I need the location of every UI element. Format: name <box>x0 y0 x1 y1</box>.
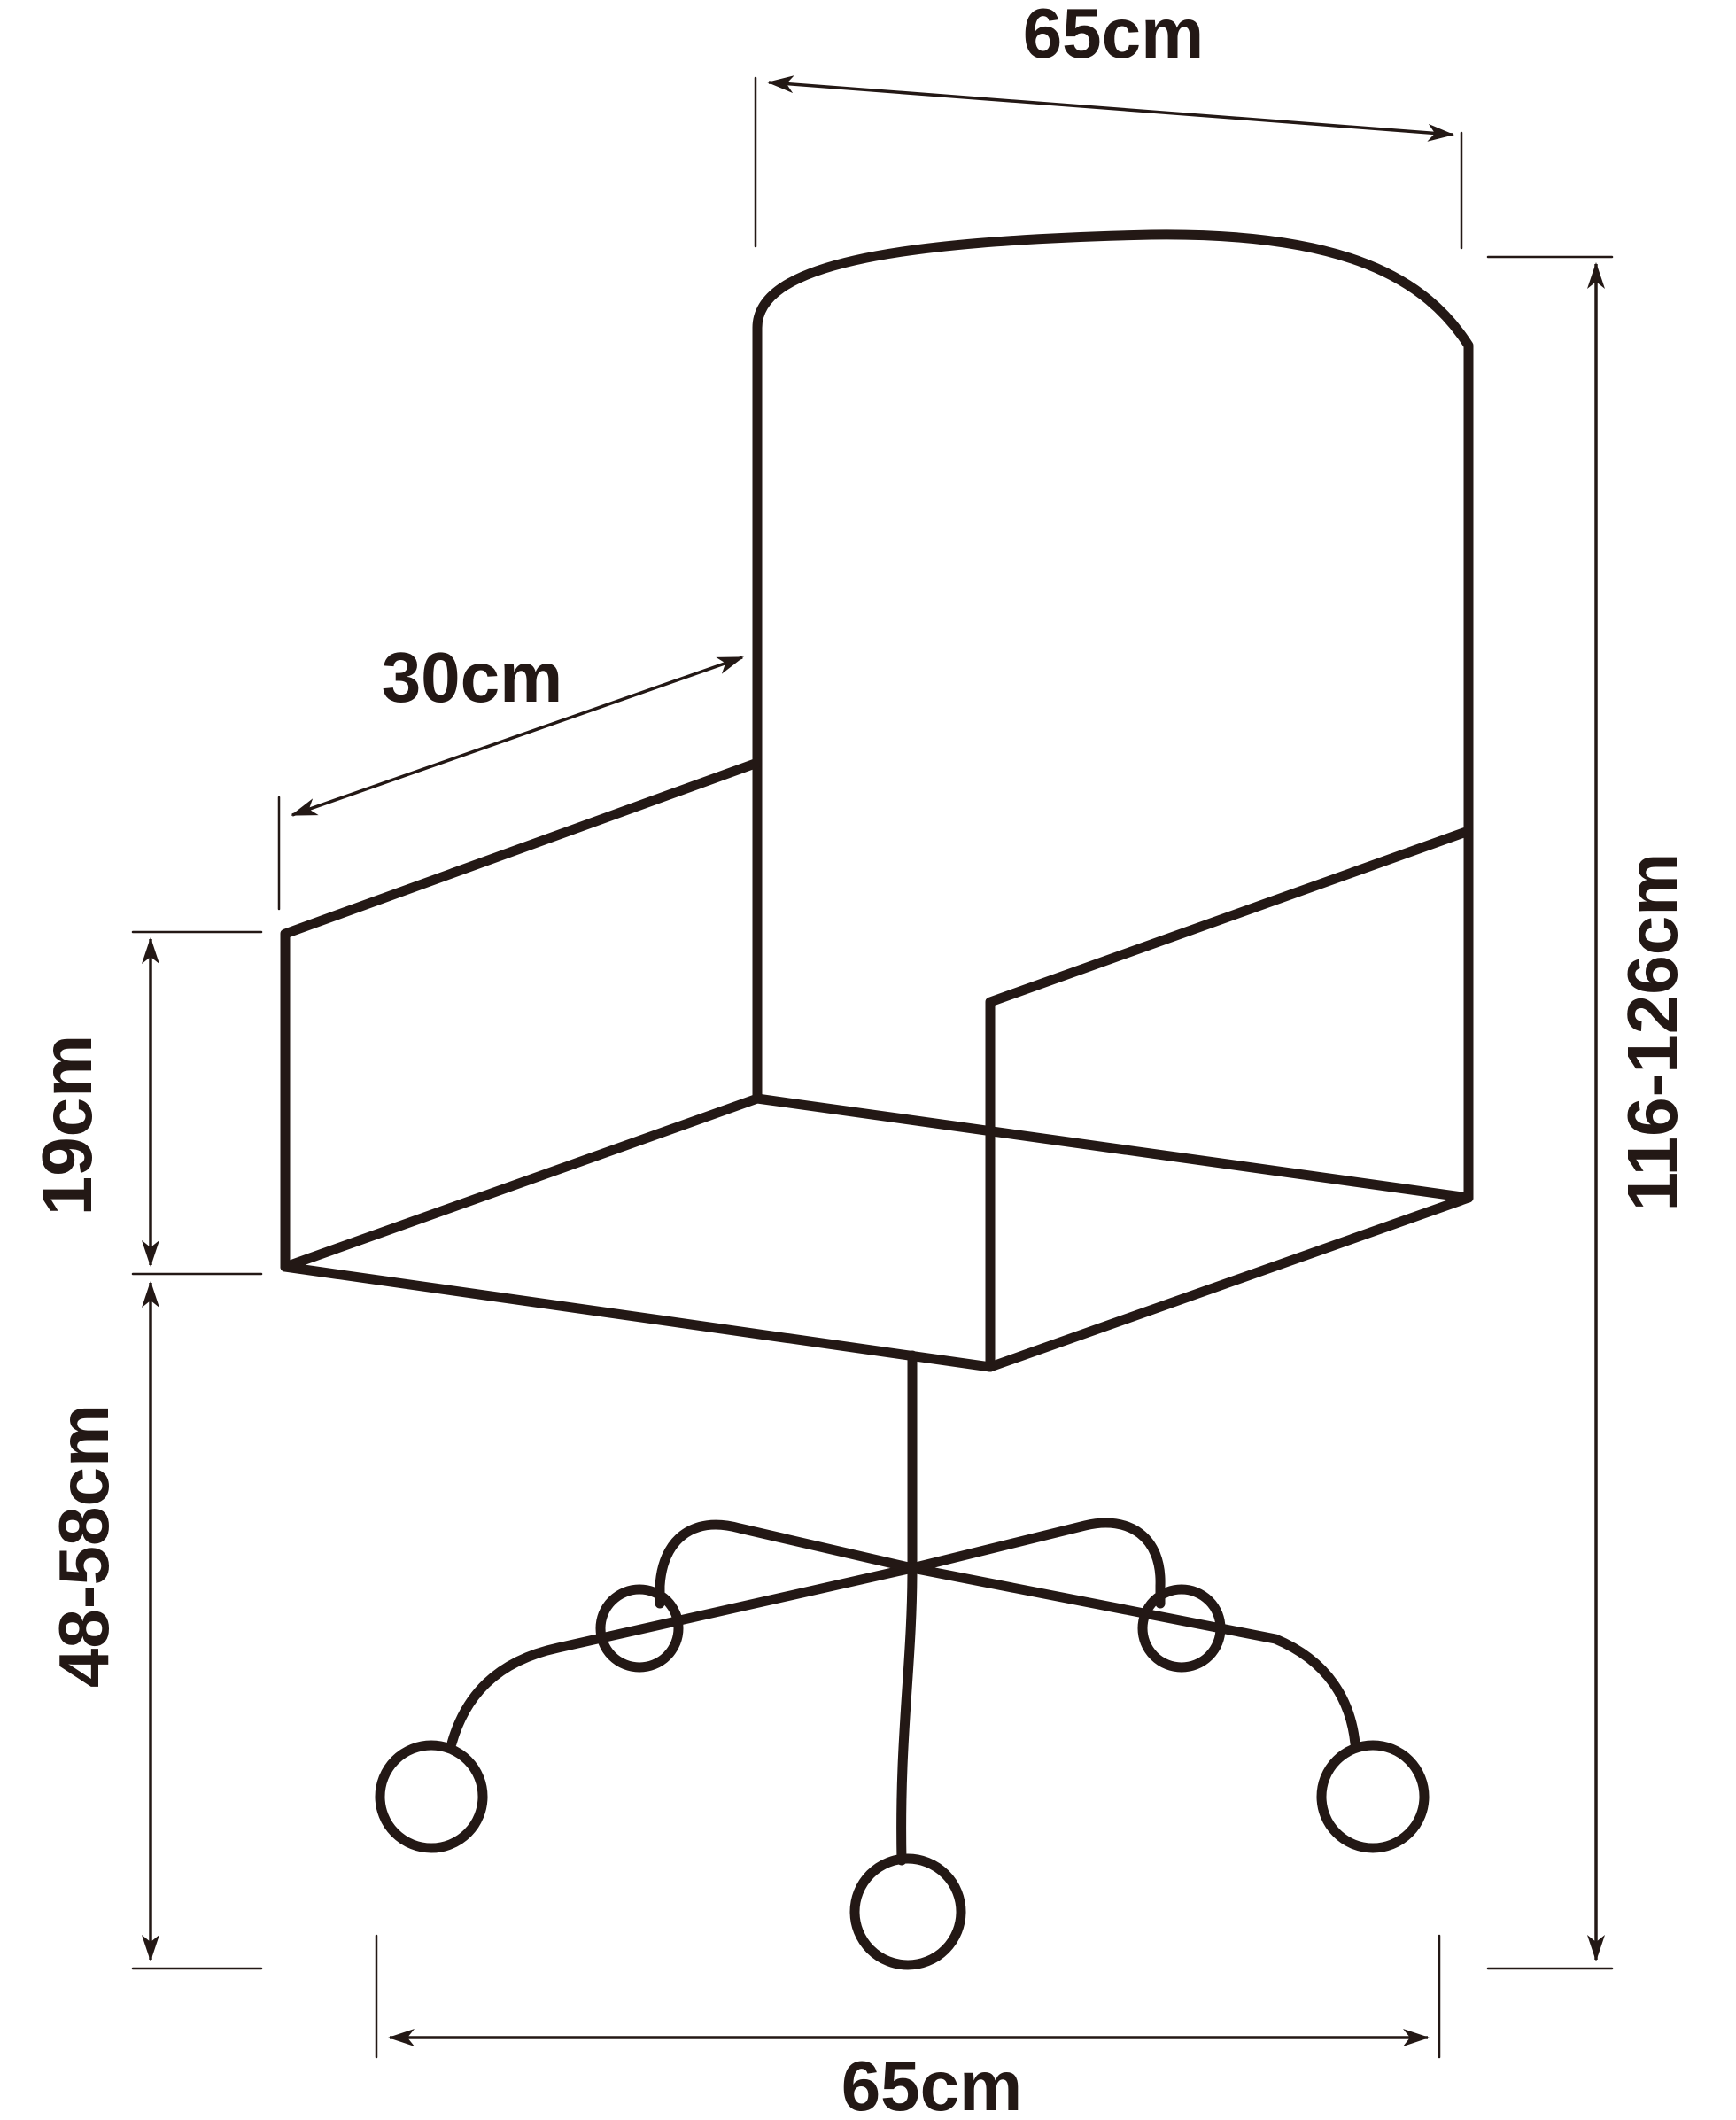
caster-front-right <box>1316 1740 1430 1853</box>
seat-height-label: 48-58cm <box>44 1404 123 1688</box>
top-width-dimension-line <box>767 75 1454 142</box>
right-armrest <box>985 826 1474 1372</box>
arm-height-label: 19cm <box>27 1035 106 1216</box>
top-width-label: 65cm <box>1023 0 1205 73</box>
caster-back-left <box>595 1584 684 1673</box>
seat <box>280 1093 1474 1372</box>
caster-front-center <box>849 1853 966 1970</box>
arm-depth-dimension-line <box>291 656 744 817</box>
base-width-label: 65cm <box>841 2046 1023 2120</box>
total-height-label: 116-126cm <box>1613 853 1692 1212</box>
backrest <box>752 229 1474 1203</box>
base-leg-right-back <box>907 1518 1166 1609</box>
chair-outline <box>280 229 1474 1970</box>
caster-back-right <box>1137 1584 1226 1673</box>
base-leg-left-back <box>655 1519 918 1609</box>
base-leg-left-front <box>446 1563 918 1749</box>
dimension-labels: 65cm 30cm 19cm 48-58cm 116-126cm 65cm <box>27 0 1692 2120</box>
left-armrest <box>280 757 763 1272</box>
dimension-lines <box>131 75 1614 2059</box>
base-leg-right-front <box>907 1563 1360 1749</box>
caster-front-left <box>375 1740 488 1853</box>
base-leg-front <box>896 1563 918 1866</box>
arm-depth-label: 30cm <box>382 638 563 717</box>
